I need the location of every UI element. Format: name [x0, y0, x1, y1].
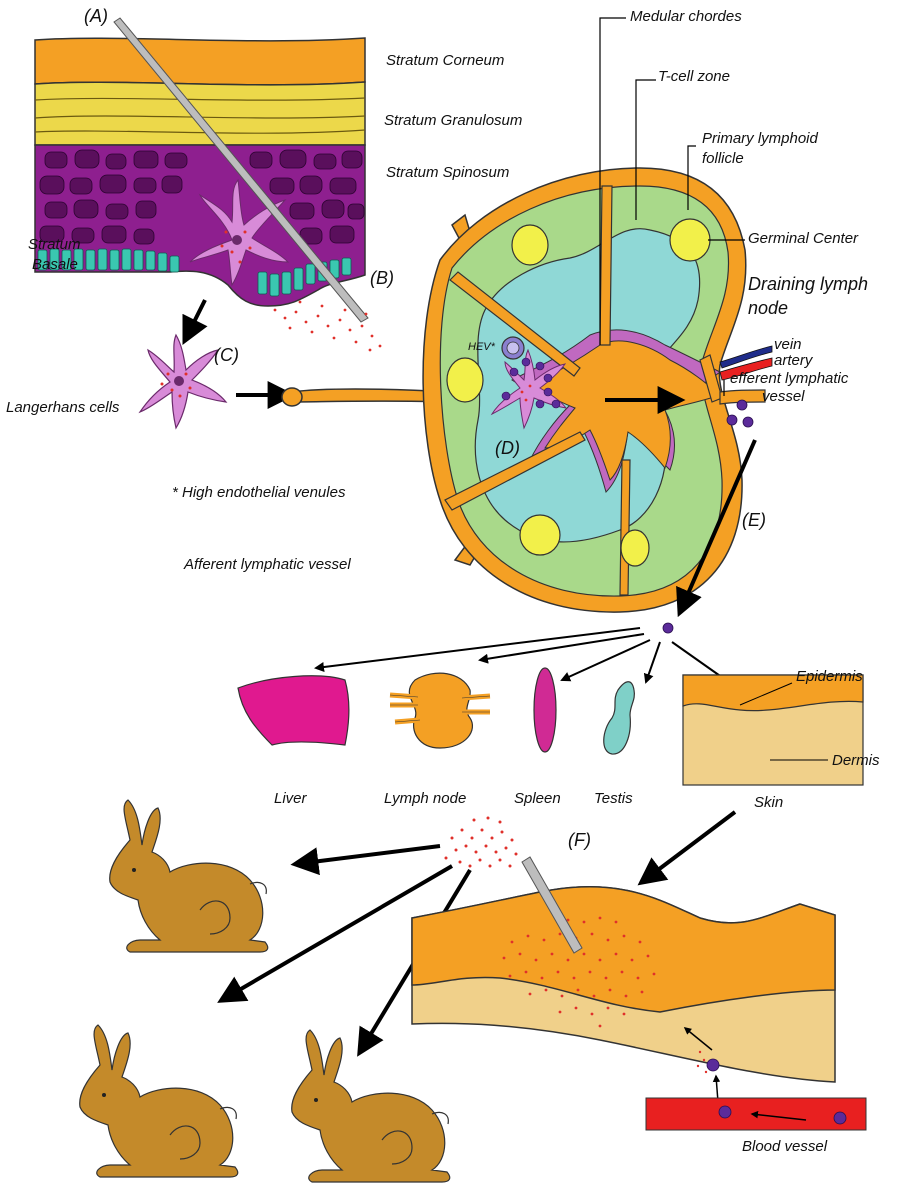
lymph-node-organ-icon — [390, 673, 490, 748]
label-stratum-granulosum: Stratum Granulosum — [384, 112, 522, 129]
epidermis-section — [35, 18, 381, 351]
efferent-lymphocytes — [727, 400, 753, 427]
label-stratum-basale-1: Stratum — [28, 236, 81, 253]
distribution-arrows — [316, 628, 740, 690]
label-draining-lymph-node-2: node — [748, 298, 788, 319]
letter-e: (E) — [742, 510, 766, 531]
letter-b: (B) — [370, 268, 394, 289]
letter-d: (D) — [495, 438, 520, 459]
label-vein: vein — [774, 336, 802, 353]
label-spleen: Spleen — [514, 790, 561, 807]
letter-f: (F) — [568, 830, 591, 851]
label-stratum-spinosum: Stratum Spinosum — [386, 164, 509, 181]
antigen-cloud-f — [445, 817, 518, 868]
label-lymph-node: Lymph node — [384, 790, 466, 807]
label-primary-follicle-2: follicle — [702, 150, 744, 167]
spleen-icon — [534, 668, 556, 752]
circulating-lymphocyte — [663, 623, 673, 633]
arrow-epidermis-to-langerhans — [185, 300, 205, 340]
label-afferent-lymphatic-vessel: Afferent lymphatic vessel — [184, 556, 351, 573]
label-langerhans-cells: Langerhans cells — [6, 399, 119, 416]
rabbit-2 — [80, 1025, 238, 1177]
label-efferent-2: vessel — [762, 388, 805, 405]
liver-icon — [238, 676, 349, 745]
label-artery: artery — [774, 352, 812, 369]
stratum-spinosum-layer — [35, 145, 365, 306]
label-t-cell-zone: T-cell zone — [658, 68, 730, 85]
letter-c: (C) — [214, 345, 239, 366]
testis-icon — [604, 682, 635, 754]
label-primary-follicle-1: Primary lymphoid — [702, 130, 818, 147]
rabbit-1 — [110, 800, 268, 952]
label-stratum-basale-2: Basale — [32, 256, 78, 273]
label-medular-chordes: Medular chordes — [630, 8, 742, 25]
label-hev-note: * High endothelial venules — [172, 484, 345, 501]
label-germinal-center: Germinal Center — [748, 230, 858, 247]
stratum-granulosum-layer — [35, 82, 365, 145]
arrow-skin-to-reaction — [642, 812, 735, 882]
label-dermis: Dermis — [832, 752, 880, 769]
label-stratum-corneum: Stratum Corneum — [386, 52, 504, 69]
antigen-dots-b — [274, 301, 382, 352]
label-efferent-1: efferent lymphatic — [730, 370, 848, 387]
label-skin: Skin — [754, 794, 783, 811]
label-draining-lymph-node-1: Draining lymph — [748, 274, 868, 295]
label-epidermis: Epidermis — [796, 668, 863, 685]
label-hev: HEV* — [468, 341, 495, 354]
letter-a: (A) — [84, 6, 108, 27]
label-liver: Liver — [274, 790, 307, 807]
stratum-corneum-layer — [35, 38, 365, 85]
label-blood-vessel: Blood vessel — [742, 1138, 827, 1155]
skin-reaction-section — [412, 887, 835, 1082]
rabbit-3 — [292, 1030, 450, 1182]
label-testis: Testis — [594, 790, 633, 807]
